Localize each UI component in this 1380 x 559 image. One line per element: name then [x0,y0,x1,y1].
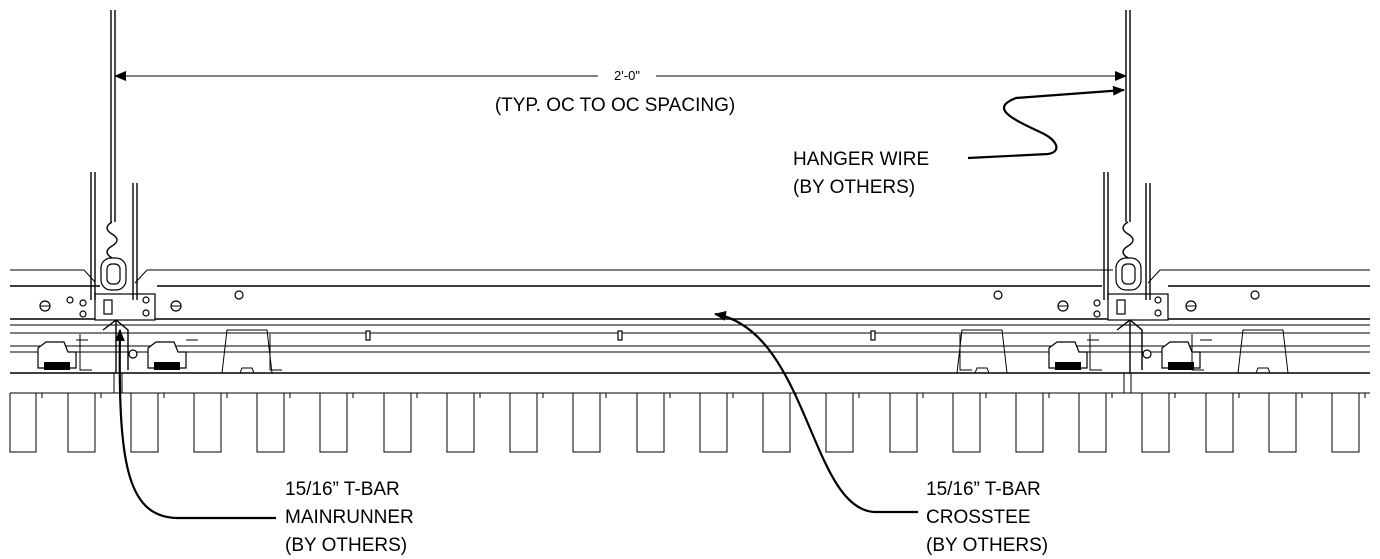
blade [1078,393,1107,453]
clip-bracket [1191,334,1204,371]
clip-block [147,339,198,370]
mainrunner-label-line1: 15/16” T-BAR [285,479,400,500]
blade [193,393,222,453]
blade [130,393,159,453]
blade [1331,393,1360,453]
crosstee-label-line3: (BY OTHERS) [926,535,1048,556]
clip-bracket [1089,334,1102,371]
carrier-clips [37,329,1289,374]
mainrunner-label: 15/16” T-BAR MAINRUNNER (BY OTHERS) [285,479,419,556]
blade [1205,393,1234,453]
clip-bracket [79,334,92,371]
clip-bracket [269,334,282,371]
blade [383,393,412,453]
hanger-wire-left [106,10,118,259]
hanger-wire-label-line1: HANGER WIRE [793,149,929,170]
crosstee-label-line1: 15/16” T-BAR [926,479,1041,500]
carrier-clip [1237,329,1289,374]
crosstee-leader [714,310,918,514]
hanger-wire-label-line2: (BY OTHERS) [793,177,915,198]
blade [762,393,791,453]
blades [9,393,1366,453]
blade [825,393,854,453]
mainrunner-label-line2: MAINRUNNER [285,507,414,528]
blade [1015,393,1044,453]
blade [9,393,37,453]
dimension-value: 2'-0" [614,68,640,83]
blade [1268,393,1297,453]
hanger-wire-leader [967,85,1125,160]
web-holes [39,290,1260,341]
blade [256,393,285,453]
hanger-wire-label: HANGER WIRE (BY OTHERS) [793,149,934,198]
clip-block [1161,339,1212,370]
clip-block [1048,339,1099,370]
crosstee-label-line2: CROSSTEE [926,507,1031,528]
hanger-wire-right [1122,10,1134,259]
blade [319,393,348,453]
clip-block [37,339,88,370]
blade [572,393,601,453]
mainrunner-leader [114,329,276,520]
blade [952,393,981,453]
mainrunner-label-line3: (BY OTHERS) [285,535,407,556]
blade [636,393,665,453]
blade [699,393,728,453]
blade [1141,393,1170,453]
blade [509,393,538,453]
blade [446,393,475,453]
blade [67,393,96,453]
clip-bracket [959,334,972,371]
dimension-note: (TYP. OC TO OC SPACING) [495,95,735,116]
grid-rail-body [10,269,1370,394]
blade [889,393,918,453]
hanger-clip-left [90,172,156,373]
crosstee-label: 15/16” T-BAR CROSSTEE (BY OTHERS) [926,479,1048,556]
hanger-clip-right [1103,172,1169,373]
